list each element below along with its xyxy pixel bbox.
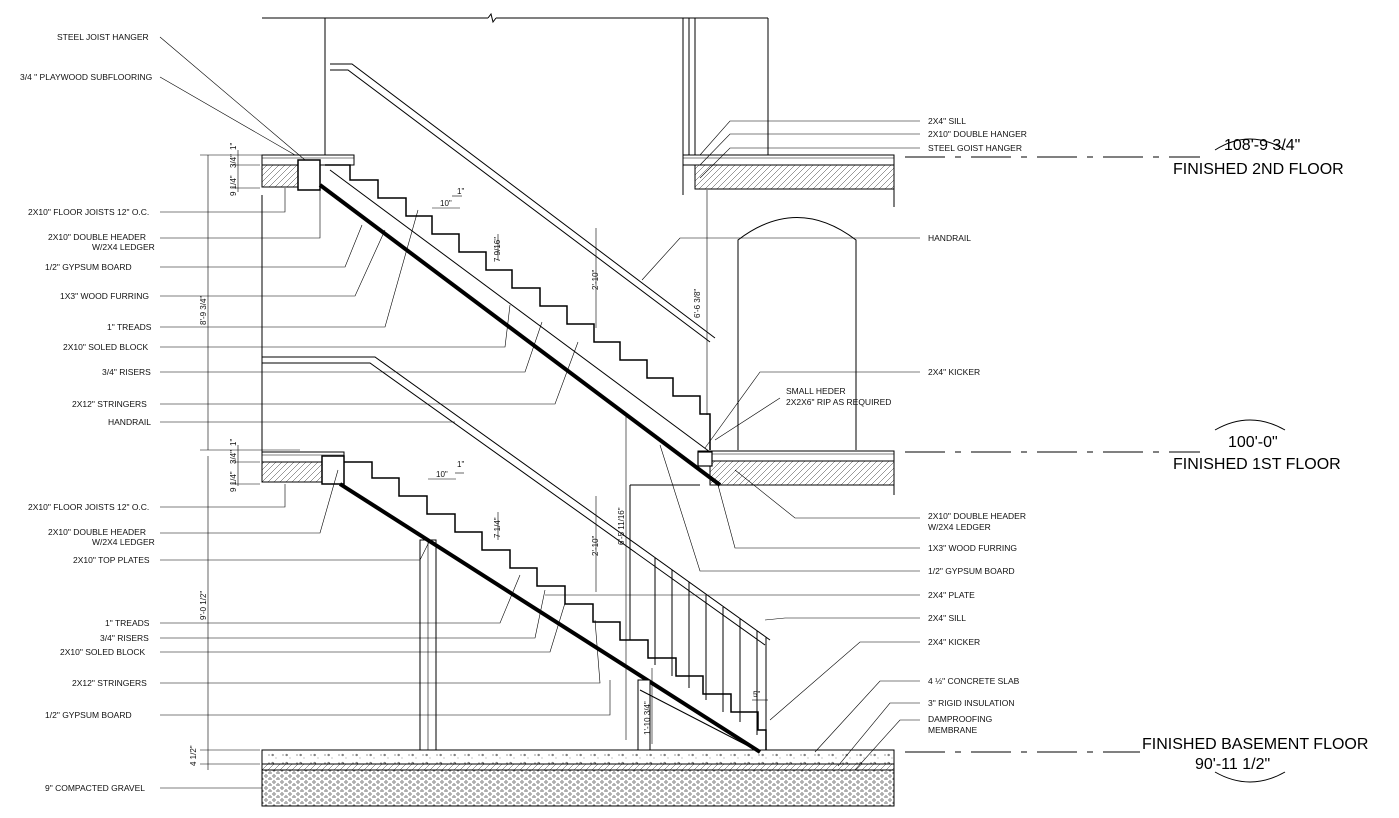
dim-tread-mid: 10": [436, 470, 448, 479]
dim-1-top: 1": [229, 143, 238, 150]
label-treads-top: 1" TREADS: [107, 322, 152, 332]
dim-tread-top: 10": [440, 199, 452, 208]
label-rigid-insulation: 3" RIGID INSULATION: [928, 698, 1014, 708]
label-risers-top: 3/4" RISERS: [102, 367, 151, 377]
label-floor-joists-mid: 2X10" FLOOR JOISTS 12" O.C.: [28, 502, 149, 512]
label-handrail-right: HANDRAIL: [928, 233, 971, 243]
dim-6-5-11-16: 6'-5 11/16": [617, 507, 626, 545]
first-floor-name: FINISHED 1ST FLOOR: [1173, 456, 1341, 473]
label-compacted-gravel: 9" COMPACTED GRAVEL: [45, 783, 145, 793]
label-ledger-top: W/2X4 LEDGER: [92, 242, 155, 252]
label-double-hanger: 2X10" DOUBLE HANGER: [928, 129, 1027, 139]
dimension-lines: [200, 150, 768, 770]
label-top-plates: 2X10" TOP PLATES: [73, 555, 150, 565]
label-plate: 2X4" PLATE: [928, 590, 975, 600]
label-treads-low: 1" TREADS: [105, 618, 150, 628]
label-floor-joists-top: 2X10" FLOOR JOISTS 12" O.C.: [28, 207, 149, 217]
dim-6-6-3-8: 6'-6 3/8": [693, 289, 702, 318]
dim-9-1-4-mid: 9 1/4": [229, 471, 238, 492]
dim-2-10-top: 2'-10": [591, 269, 600, 290]
label-risers-low: 3/4" RISERS: [100, 633, 149, 643]
label-concrete-slab: 4 ½" CONCRETE SLAB: [928, 676, 1020, 686]
label-double-header-right: 2X10" DOUBLE HEADER: [928, 511, 1026, 521]
dimension-text: 3/4" 1" 9 1/4" 8'-9 3/4" 10" 1" 7 9/16" …: [189, 143, 760, 766]
label-sill-top: 2X4" SILL: [928, 116, 966, 126]
label-stringers-low: 2X12" STRINGERS: [72, 678, 147, 688]
label-gypsum-board-right: 1/2" GYPSUM BOARD: [928, 566, 1015, 576]
dim-nosing-mid: 1": [457, 460, 464, 469]
label-kicker-top: 2X4" KICKER: [928, 367, 980, 377]
label-double-header-top: 2X10" DOUBLE HEADER: [48, 232, 146, 242]
leader-lines: [159, 36, 920, 789]
label-ledger-mid: W/2X4 LEDGER: [92, 537, 155, 547]
level-markers: [905, 138, 1286, 783]
upper-stair: [318, 63, 722, 487]
label-steel-joist-hanger: STEEL JOIST HANGER: [57, 32, 149, 42]
label-steel-goist-hanger: STEEL GOIST HANGER: [928, 143, 1022, 153]
lower-stair: [262, 356, 771, 754]
second-floor-name: FINISHED 2ND FLOOR: [1173, 161, 1344, 178]
label-rip-as-required: 2X2X6" RIP AS REQUIRED: [786, 397, 891, 407]
label-soled-block-low: 2X10" SOLED BLOCK: [60, 647, 146, 657]
label-small-heder: SMALL HEDER: [786, 386, 846, 396]
dim-nosing-top: 1": [457, 187, 464, 196]
level-labels: 108'-9 3/4" FINISHED 2ND FLOOR 100'-0" F…: [1142, 137, 1368, 773]
left-labels: STEEL JOIST HANGER 3/4 " PLAYWOOD SUBFLO…: [20, 32, 155, 793]
label-gypsum-board-top: 1/2" GYPSUM BOARD: [45, 262, 132, 272]
structure: [261, 12, 895, 807]
dim-3-4-mid: 3/4": [229, 450, 238, 464]
label-handrail-left: HANDRAIL: [108, 417, 151, 427]
label-soled-block-top: 2X10" SOLED BLOCK: [63, 342, 149, 352]
dim-8-9-3-4: 8'-9 3/4": [199, 296, 208, 325]
label-kicker-low: 2X4" KICKER: [928, 637, 980, 647]
basement-floor-name: FINISHED BASEMENT FLOOR: [1142, 736, 1368, 753]
dim-3-4-top: 3/4": [229, 154, 238, 168]
dim-5: 5": [753, 690, 760, 699]
dim-9-0-1-2: 9'-0 1/2": [199, 591, 208, 620]
label-wood-furring-right: 1X3" WOOD FURRING: [928, 543, 1017, 553]
first-floor-elevation: 100'-0": [1228, 434, 1278, 451]
dim-4-1-2: 4 1/2": [189, 745, 198, 766]
label-damproofing: DAMPROOFING: [928, 714, 992, 724]
label-double-header-mid: 2X10" DOUBLE HEADER: [48, 527, 146, 537]
label-plywood-subflooring: 3/4 " PLAYWOOD SUBFLOORING: [20, 72, 152, 82]
dim-2-10-mid: 2'-10": [591, 535, 600, 556]
right-labels: 2X4" SILL 2X10" DOUBLE HANGER STEEL GOIS…: [786, 116, 1027, 735]
basement-floor-elevation: 90'-11 1/2": [1195, 756, 1270, 773]
second-floor-elevation: 108'-9 3/4": [1224, 137, 1300, 154]
label-stringers-top: 2X12" STRINGERS: [72, 399, 147, 409]
label-ledger-right: W/2X4 LEDGER: [928, 522, 991, 532]
dim-riser-mid: 7 1/4": [493, 517, 502, 538]
label-sill-low: 2X4" SILL: [928, 613, 966, 623]
dim-9-1-4-top: 9 1/4": [229, 175, 238, 196]
dim-riser-top: 7 9/16": [493, 237, 502, 262]
dim-1-10-3-4: 1'-10 3/4": [643, 701, 652, 735]
label-gypsum-board-low: 1/2" GYPSUM BOARD: [45, 710, 132, 720]
dim-1-mid: 1": [229, 439, 238, 446]
label-membrane: MEMBRANE: [928, 725, 977, 735]
label-wood-furring: 1X3" WOOD FURRING: [60, 291, 149, 301]
